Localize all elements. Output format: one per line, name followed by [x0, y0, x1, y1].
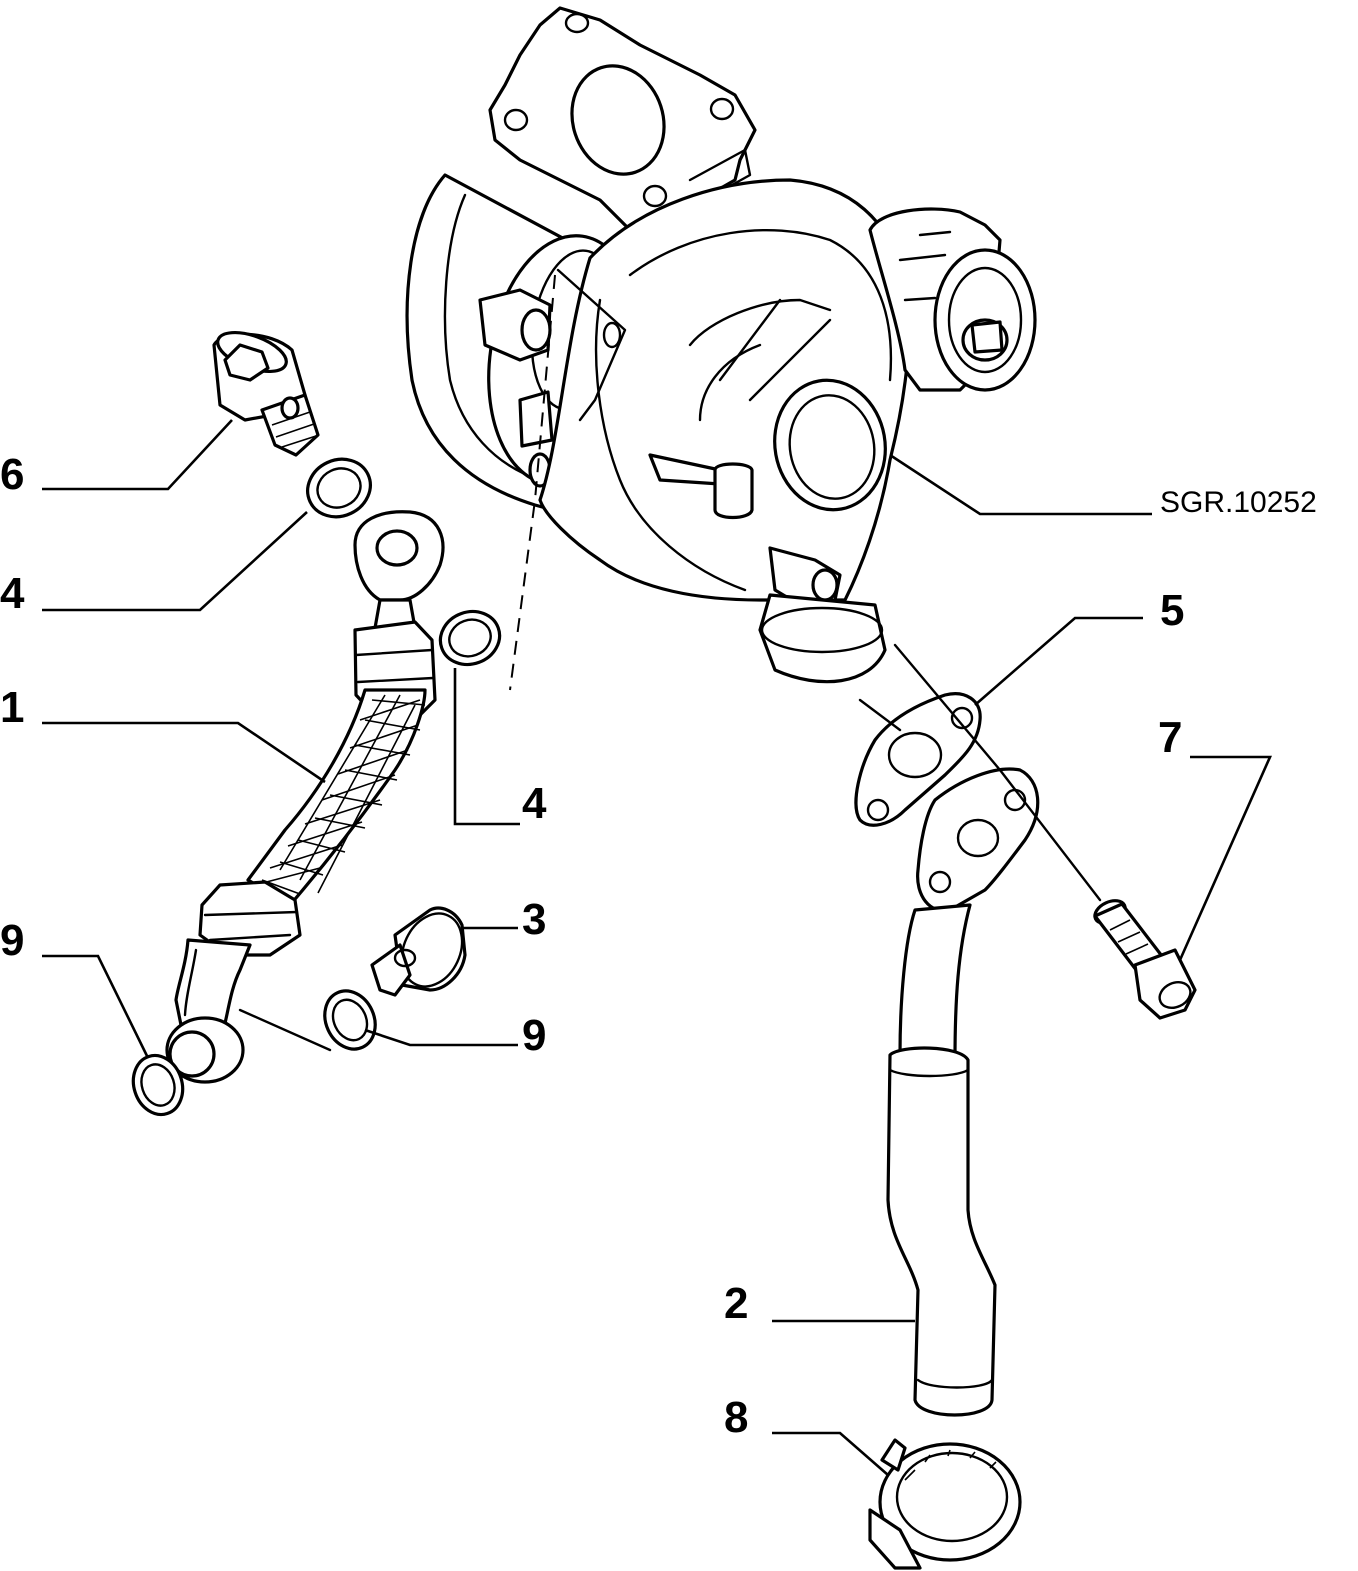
callout-7: 7 — [1158, 713, 1182, 762]
sealing-washer-part-9-left — [131, 1053, 185, 1117]
callout-2: 2 — [724, 1279, 748, 1328]
leader-4-upper — [42, 511, 308, 612]
leader-4-lower — [453, 668, 520, 826]
leader-9-left — [42, 954, 150, 1059]
assembly-axis-line — [509, 274, 556, 691]
leader-8 — [772, 1431, 889, 1476]
sealing-washer-part-9-right — [323, 989, 377, 1051]
union-connector-part-3 — [370, 906, 467, 997]
connector-drain-to-gasket — [858, 698, 902, 732]
turbocharger-assembly — [405, 6, 1037, 684]
callout-4-upper: 4 — [0, 569, 25, 618]
callout-9-left: 9 — [0, 916, 24, 965]
callout-8: 8 — [724, 1393, 748, 1442]
reference-code: SGR.10252 — [1160, 486, 1317, 519]
leader-1 — [42, 721, 326, 784]
callout-5: 5 — [1160, 586, 1184, 635]
sealing-washer-part-4-lower — [438, 609, 502, 667]
connector-pipe-to-washer9 — [238, 1008, 332, 1052]
leader-lines — [42, 419, 1272, 1476]
leader-5 — [974, 616, 1143, 706]
leader-9-right — [364, 1028, 518, 1047]
leader-6 — [42, 419, 233, 491]
callout-3: 3 — [522, 895, 546, 944]
bolt-part-7 — [1093, 899, 1197, 1020]
leader-reference — [889, 453, 1152, 516]
braid-mesh-pattern — [254, 694, 426, 895]
banjo-bolt-part-6 — [212, 330, 320, 457]
callout-9-right: 9 — [522, 1011, 546, 1060]
oil-feed-pipe-part-1 — [165, 510, 445, 1084]
callout-labels: 6 4 1 4 9 3 9 5 7 2 8 SGR.10252 — [0, 450, 1317, 1442]
callout-4-lower: 4 — [522, 779, 547, 828]
hose-clamp-part-8 — [868, 1438, 1022, 1570]
oil-return-pipe-part-2 — [886, 767, 1040, 1417]
callout-6: 6 — [0, 450, 24, 499]
connector-turbo-to-gasket — [893, 643, 1102, 902]
gasket-part-5 — [854, 692, 982, 827]
sealing-washer-part-4-upper — [306, 457, 372, 519]
leader-7 — [1178, 755, 1272, 961]
callout-1: 1 — [0, 683, 24, 732]
